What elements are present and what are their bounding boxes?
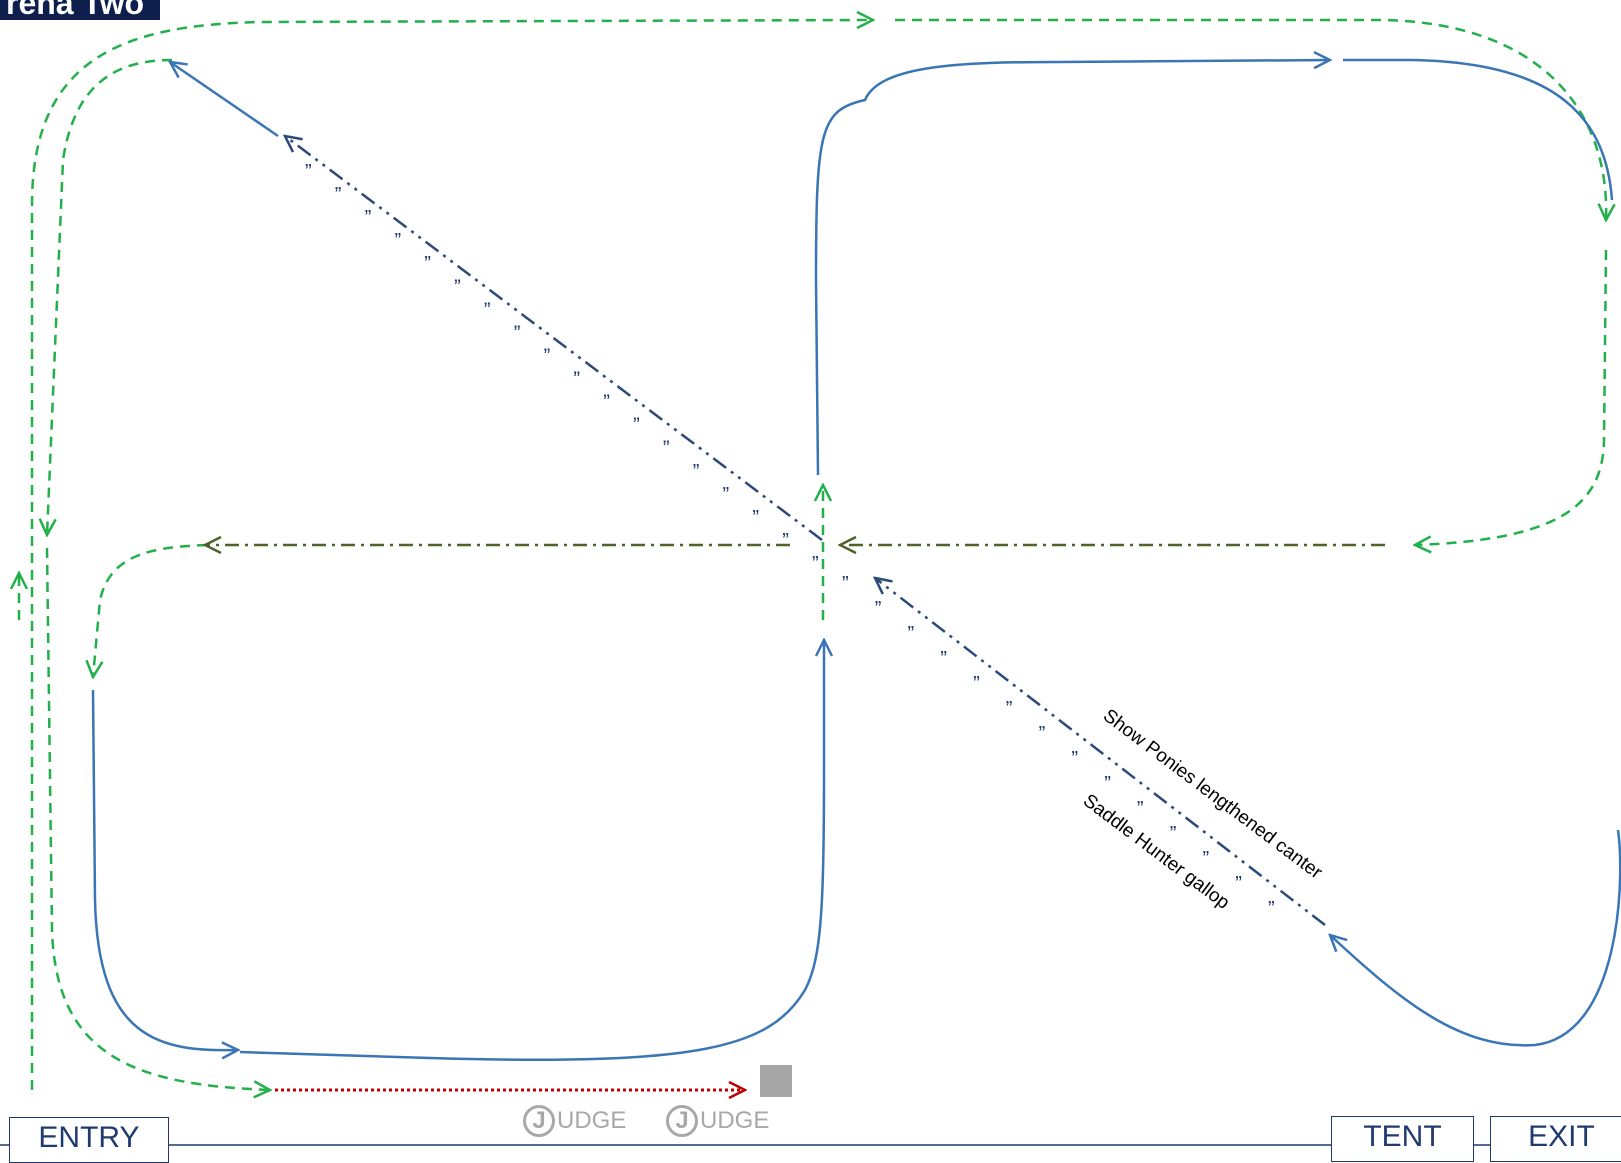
- arena-title: rena Two: [0, 0, 161, 20]
- ditto-mark: ”: [544, 346, 551, 368]
- ditto-mark: ”: [973, 673, 980, 695]
- ditto-mark: ”: [1006, 698, 1013, 720]
- ditto-mark: ”: [365, 207, 372, 229]
- ditto-mark: ”: [1170, 823, 1177, 845]
- judge-2: J UDGE: [666, 1098, 769, 1144]
- navy-route-diagonal-upper: [285, 136, 823, 541]
- green-route-inner-left: [47, 58, 173, 535]
- ditto-mark: ”: [424, 253, 431, 275]
- navy-route-diagonal-lower: [875, 578, 1326, 926]
- ditto-mark: ”: [723, 484, 730, 506]
- ditto-mark: ”: [782, 530, 789, 552]
- ditto-mark: ”: [603, 392, 610, 414]
- ditto-mark: ”: [395, 230, 402, 252]
- ditto-mark: ”: [940, 648, 947, 670]
- ditto-mark: ”: [1235, 873, 1242, 895]
- judge-1-label: UDGE: [557, 1107, 627, 1134]
- green-route-right-down: [1415, 249, 1608, 545]
- ditto-mark: ”: [305, 161, 312, 183]
- blue-route-lower-right-loop: [1330, 829, 1621, 1047]
- green-route-lower-left-hook: [93, 543, 208, 677]
- ditto-mark: ”: [1137, 798, 1144, 820]
- ditto-mark: ”: [812, 553, 819, 575]
- judge-circle-icon: J: [666, 1105, 698, 1137]
- judge-2-label: UDGE: [700, 1107, 770, 1134]
- blue-route-upper-right-loop: [814, 60, 1330, 476]
- ditto-mark: ”: [842, 573, 849, 595]
- ditto-mark: ”: [335, 184, 342, 206]
- judge-circle-icon: J: [523, 1105, 555, 1137]
- show-ponies-label: Show Ponies lengthened canter: [1099, 705, 1326, 884]
- ditto-mark: ”: [454, 276, 461, 298]
- green-route-outer-top: [30, 20, 873, 1090]
- ditto-mark: ”: [514, 322, 521, 344]
- green-route-right-side: [895, 18, 1606, 220]
- blue-route-lower-left-loop: [91, 689, 238, 1050]
- ditto-marks: ” ” ” ” ” ” ” ” ” ” ” ” ” ” ” ” ” ” ” ” ” ” ” ” ” ” ” ” ” ” ” ”: [305, 161, 1275, 920]
- ditto-mark: ”: [752, 507, 759, 529]
- ditto-mark: ”: [633, 415, 640, 437]
- ditto-mark: ”: [663, 438, 670, 460]
- ditto-mark: ”: [1203, 848, 1210, 870]
- green-route-inner-left-bottom: [45, 547, 270, 1090]
- ditto-mark: ”: [1071, 748, 1078, 770]
- tent-box[interactable]: TENT: [1331, 1116, 1474, 1162]
- entry-box[interactable]: ENTRY: [9, 1117, 169, 1163]
- blue-route-lower-left-bottom: [239, 640, 824, 1062]
- ditto-mark: ”: [1268, 898, 1275, 920]
- ditto-mark: ”: [908, 623, 915, 645]
- saddle-hunter-label: Saddle Hunter gallop: [1079, 790, 1233, 914]
- ditto-mark: ”: [693, 461, 700, 483]
- blue-route-upper-right-down: [1343, 58, 1614, 201]
- ditto-mark: ”: [1104, 773, 1111, 795]
- ditto-mark: ”: [484, 299, 491, 321]
- judge-marker: [760, 1065, 792, 1097]
- exit-box[interactable]: EXIT: [1490, 1116, 1621, 1162]
- ditto-mark: ”: [573, 369, 580, 391]
- ditto-mark: ”: [1039, 723, 1046, 745]
- judge-1: J UDGE: [523, 1098, 626, 1144]
- ditto-mark: ”: [875, 598, 882, 620]
- blue-route-top-left-arrow: [170, 62, 279, 138]
